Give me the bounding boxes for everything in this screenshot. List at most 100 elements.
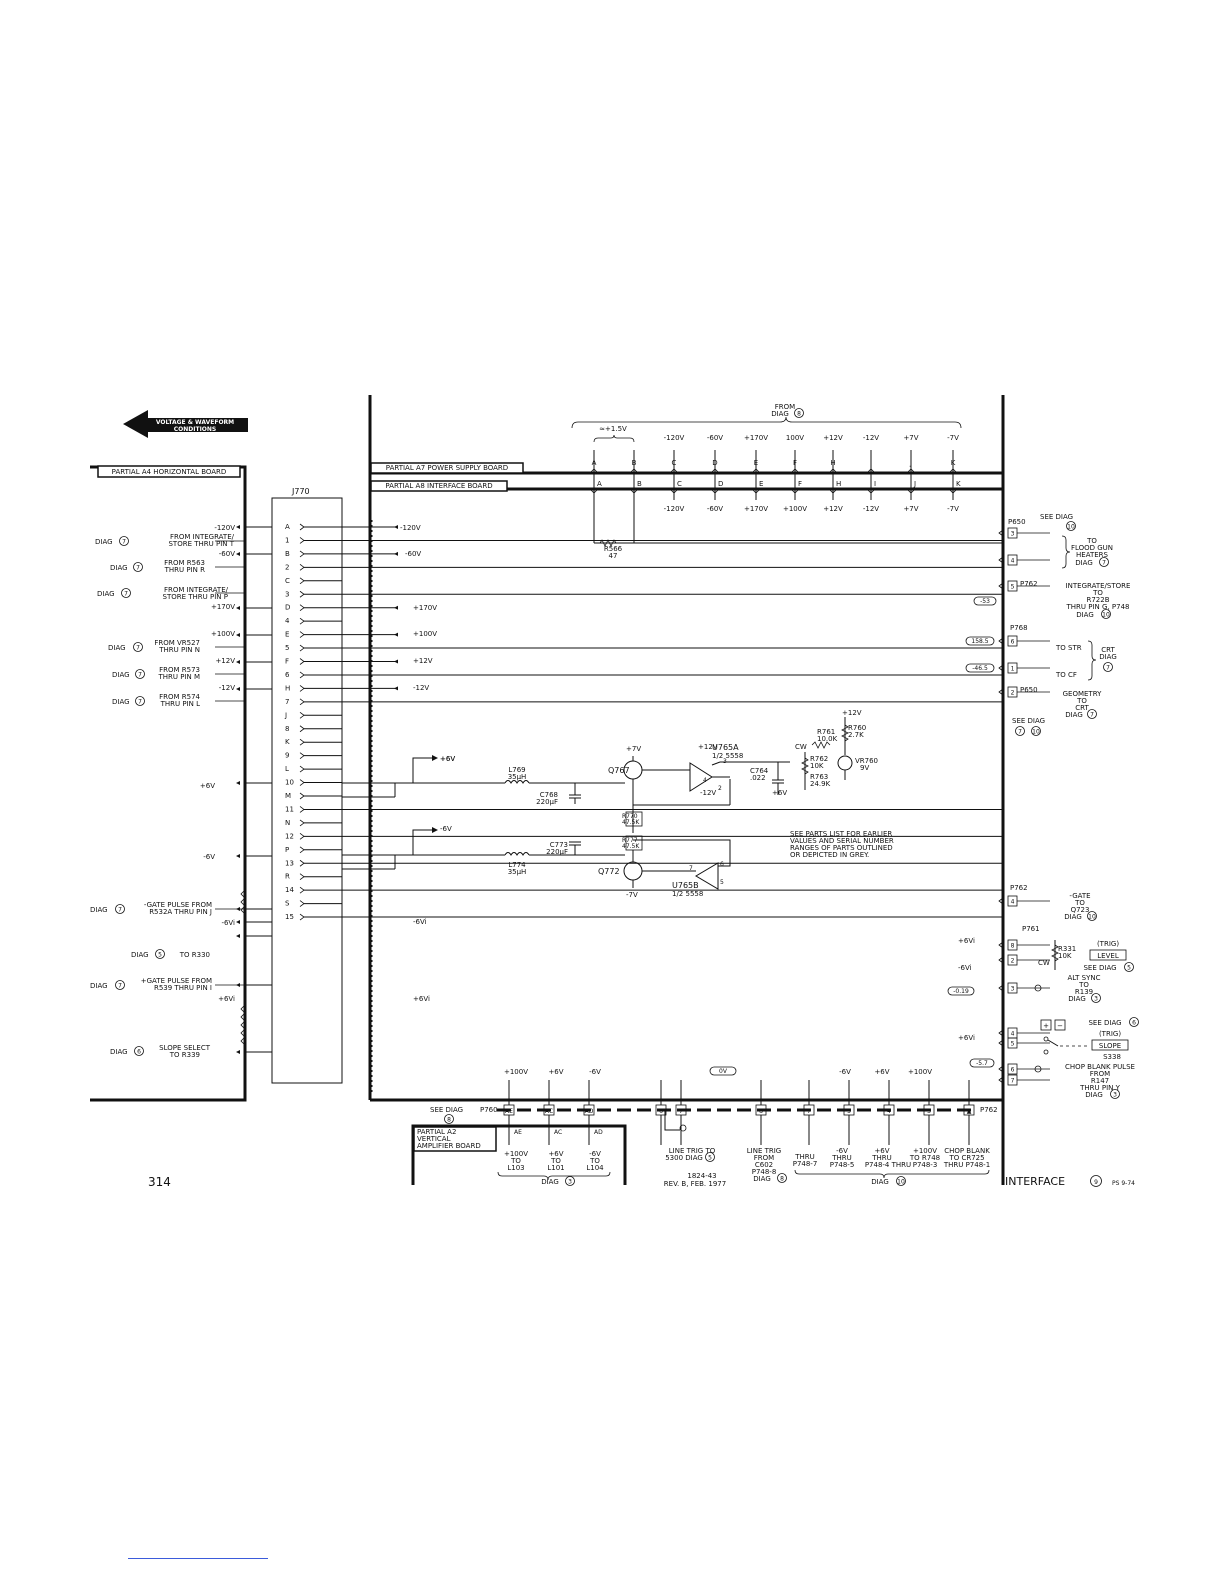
svg-text:TO: TO [510, 1157, 521, 1165]
svg-text:100V: 100V [786, 434, 804, 442]
svg-text:−: − [1057, 1022, 1063, 1030]
svg-text:DIAG: DIAG [110, 1048, 128, 1056]
svg-text:10K: 10K [810, 762, 824, 770]
svg-text:GEOMETRY: GEOMETRY [1063, 690, 1103, 698]
j770-pin-3: 3 [285, 590, 289, 598]
svg-text:1/2 5558: 1/2 5558 [672, 890, 703, 898]
top-connector-group: FROM DIAG 8 ≈+1.5V AABBCC-120V-120VDD-60… [571, 403, 1003, 560]
svg-text:10K: 10K [1058, 952, 1072, 960]
footer-link-line [128, 1558, 268, 1559]
svg-text:VR760: VR760 [855, 757, 878, 765]
svg-text:CHOP BLANK PULSE: CHOP BLANK PULSE [1065, 1063, 1135, 1071]
svg-text:-120V: -120V [664, 505, 685, 513]
svg-text:7: 7 [689, 865, 693, 872]
sig-n60: -60V [219, 550, 235, 558]
svg-text:-60V: -60V [707, 505, 723, 513]
svg-text:2: 2 [1011, 958, 1015, 965]
svg-text:4: 4 [1011, 558, 1015, 565]
svg-text:AE: AE [514, 1129, 522, 1136]
svg-text:8: 8 [780, 1176, 784, 1183]
svg-text:5: 5 [158, 952, 162, 959]
svg-text:THRU: THRU [871, 1154, 892, 1162]
svg-text:7: 7 [138, 699, 142, 706]
svg-text:+100V: +100V [413, 630, 437, 638]
svg-text:+12V: +12V [823, 434, 843, 442]
svg-text:B: B [637, 480, 642, 488]
svg-text:+100V: +100V [913, 1147, 937, 1155]
svg-text:8: 8 [797, 411, 801, 418]
svg-text:35µH: 35µH [508, 773, 527, 781]
svg-text:R777: R777 [622, 837, 638, 844]
svg-text:9V: 9V [860, 764, 869, 772]
svg-text:OR DEPICTED IN GREY.: OR DEPICTED IN GREY. [790, 851, 869, 859]
sig-fvra: FROM VR527 [154, 639, 200, 647]
svg-text:DIAG: DIAG [753, 1175, 771, 1183]
svg-text:E: E [759, 480, 763, 488]
svg-text:L769: L769 [508, 766, 525, 774]
sig-ngate-b: R532A THRU PIN J [149, 908, 212, 916]
j770-pin-R: R [285, 873, 290, 881]
svg-text:10: 10 [1088, 914, 1096, 921]
sig-diag-1: DIAG [95, 538, 113, 546]
svg-text:7: 7 [136, 645, 140, 652]
svg-text:DIAG: DIAG [1065, 711, 1083, 719]
svg-text:HEATERS: HEATERS [1076, 551, 1108, 559]
svg-text:6: 6 [1132, 1020, 1136, 1027]
svg-text:-6V: -6V [836, 1147, 848, 1155]
j770-pin-2: 2 [285, 563, 289, 571]
svg-text:10.0K: 10.0K [817, 735, 838, 743]
svg-text:P650: P650 [1008, 518, 1026, 526]
sig-fi2b: STORE THRU PIN P [163, 593, 228, 601]
svg-text:-GATE: -GATE [1069, 892, 1090, 900]
svg-text:9: 9 [1094, 1179, 1098, 1186]
a8-board-label: PARTIAL A8 INTERFACE BOARD [385, 482, 492, 490]
svg-text:DIAG: DIAG [1085, 1091, 1103, 1099]
svg-text:5300 DIAG: 5300 DIAG [665, 1154, 703, 1162]
voltage-waveform-banner[interactable]: VOLTAGE & WAVEFORM CONDITIONS [123, 410, 248, 438]
svg-text:D: D [718, 480, 723, 488]
svg-text:+6V: +6V [440, 755, 455, 763]
svg-text:AC: AC [554, 1129, 562, 1136]
svg-text:C773: C773 [550, 841, 568, 849]
svg-text:10: 10 [897, 1179, 905, 1186]
svg-text:3: 3 [1113, 1092, 1117, 1099]
right-side: P650 SEE DIAG 10 TO FLOOD GUN HEATERS DI… [947, 513, 1139, 1099]
svg-text:P760: P760 [480, 1106, 498, 1114]
svg-text:THRU: THRU [831, 1154, 852, 1162]
sig-fvrb: THRU PIN N [158, 646, 200, 654]
sig-p6: +6V [200, 782, 215, 790]
svg-text:THRU PIN G, P748: THRU PIN G, P748 [1066, 603, 1130, 611]
svg-text:Q723: Q723 [1071, 906, 1090, 914]
svg-text:35µH: 35µH [508, 868, 527, 876]
svg-text:-12V: -12V [863, 434, 879, 442]
j770-pin-C: C [285, 577, 290, 585]
svg-text:7: 7 [118, 983, 122, 990]
svg-text:10: 10 [1032, 729, 1040, 736]
svg-text:P748-5: P748-5 [830, 1161, 855, 1169]
svg-text:TO: TO [1086, 537, 1097, 545]
svg-text:-60V: -60V [707, 434, 723, 442]
svg-text:P762: P762 [1010, 884, 1028, 892]
svg-text:CRT: CRT [1075, 704, 1089, 712]
j770-pin-1: 1 [285, 536, 289, 544]
svg-text:DIAG: DIAG [1076, 611, 1094, 619]
svg-text:-120V: -120V [400, 524, 421, 532]
svg-text:DIAG: DIAG [131, 951, 149, 959]
svg-text:2.7K: 2.7K [848, 731, 864, 739]
bottom-connector-group: SEE DIAG 8 P760 +100V +6V -6V 0V -6V +6V… [430, 1066, 998, 1186]
svg-text:R761: R761 [817, 728, 835, 736]
sig-pgate-a: +GATE PULSE FROM [141, 977, 212, 985]
j770-pin-F: F [285, 658, 289, 666]
svg-text:+170V: +170V [744, 505, 768, 513]
sig-p100: +100V [211, 630, 235, 638]
j770-pin-M: M [285, 792, 291, 800]
svg-text:(TRIG): (TRIG) [1099, 1030, 1121, 1038]
a2-label-1: PARTIAL A2 [417, 1128, 456, 1136]
svg-text:LEVEL: LEVEL [1097, 952, 1119, 960]
j770-pin-14: 14 [285, 886, 294, 894]
svg-text:U765A: U765A [712, 743, 739, 752]
svg-text:DIAG: DIAG [1075, 559, 1093, 567]
svg-text:SEE DIAG: SEE DIAG [430, 1106, 463, 1114]
page-number: 314 [148, 1175, 171, 1189]
svg-text:3: 3 [568, 1179, 572, 1186]
